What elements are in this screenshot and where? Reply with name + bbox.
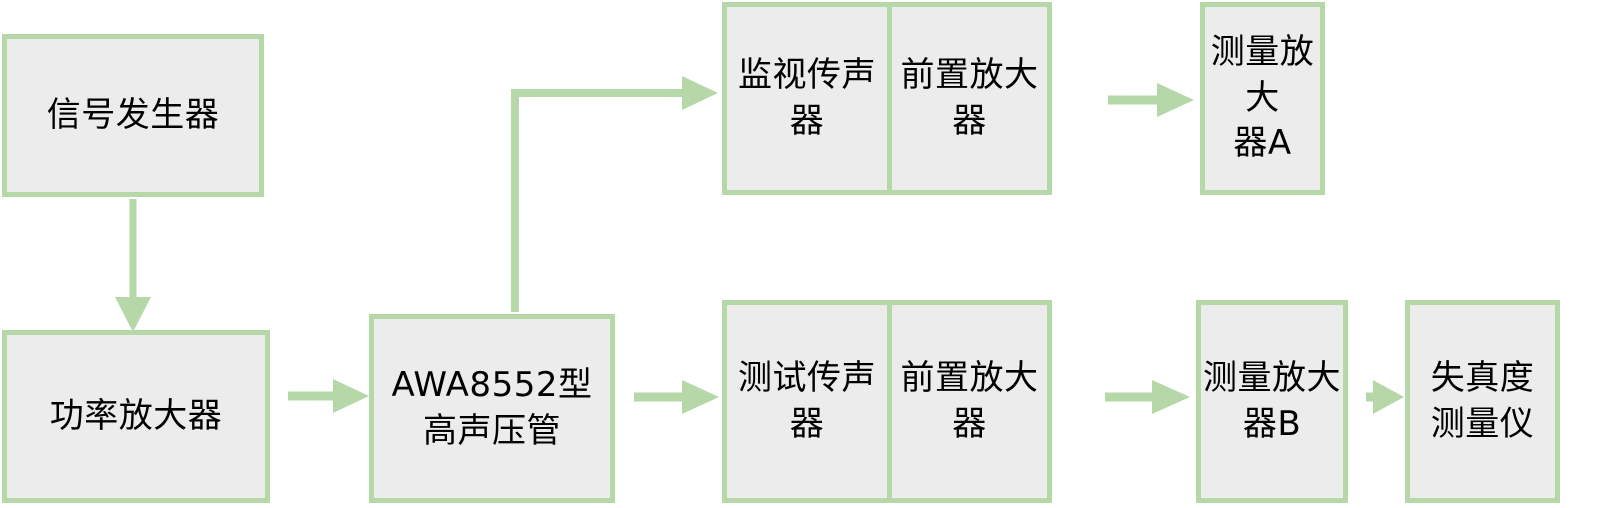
node-label-line-2: 器B [1242,403,1302,444]
connector-awa8552-to-test-microphone [634,380,719,414]
node-label-line-2: 器 [952,403,987,444]
node-label-line-1: 监视传声 [738,54,876,95]
node-distortion-meter[interactable]: 失真度 测量仪 [1405,300,1560,503]
node-monitor-microphone[interactable]: 监视传声 器 [722,2,892,195]
node-label-line-2: 器 [789,403,825,444]
node-label: 信号发生器 [46,94,220,135]
connector-awa8552-to-monitor-microphone [511,76,718,312]
connector-preamplifier-bottom-to-measuring-amplifier-b [1105,380,1190,414]
connector-power-amplifier-to-awa8552 [288,379,369,413]
node-label-line-1: 测量放大 [1203,357,1341,398]
node-label-line-1: 测量放大 [1210,32,1315,118]
node-measuring-amplifier-a[interactable]: 测量放大 器A [1200,2,1325,195]
node-label-line-1: 前置放大 [900,357,1039,398]
node-awa8552-tube[interactable]: AWA8552型 高声压管 [369,314,615,503]
node-label-line-2: 器A [1233,123,1292,164]
node-label-line-1: AWA8552型 [391,364,593,405]
node-label-line-2: 器 [789,100,825,141]
connector-preamplifier-top-to-measuring-amplifier-a [1108,83,1194,117]
node-measuring-amplifier-b[interactable]: 测量放大 器B [1196,300,1348,503]
node-label-line-1: 失真度 [1430,357,1535,398]
connector-measuring-amplifier-b-to-distortion-meter [1366,380,1404,414]
node-signal-generator[interactable]: 信号发生器 [2,34,264,197]
node-power-amplifier[interactable]: 功率放大器 [2,330,270,503]
node-label-line-2: 测量仪 [1430,403,1535,444]
node-label: 功率放大器 [49,395,223,436]
node-label-line-2: 高声压管 [423,410,561,451]
node-test-microphone[interactable]: 测试传声 器 [722,300,892,503]
node-preamplifier-bottom[interactable]: 前置放大 器 [887,300,1052,503]
connector-signal-generator-to-power-amplifier [115,199,151,332]
node-label-line-2: 器 [952,100,987,141]
node-preamplifier-top[interactable]: 前置放大 器 [887,2,1052,195]
node-label-line-1: 前置放大 [900,54,1039,95]
node-label-line-1: 测试传声 [738,357,876,398]
